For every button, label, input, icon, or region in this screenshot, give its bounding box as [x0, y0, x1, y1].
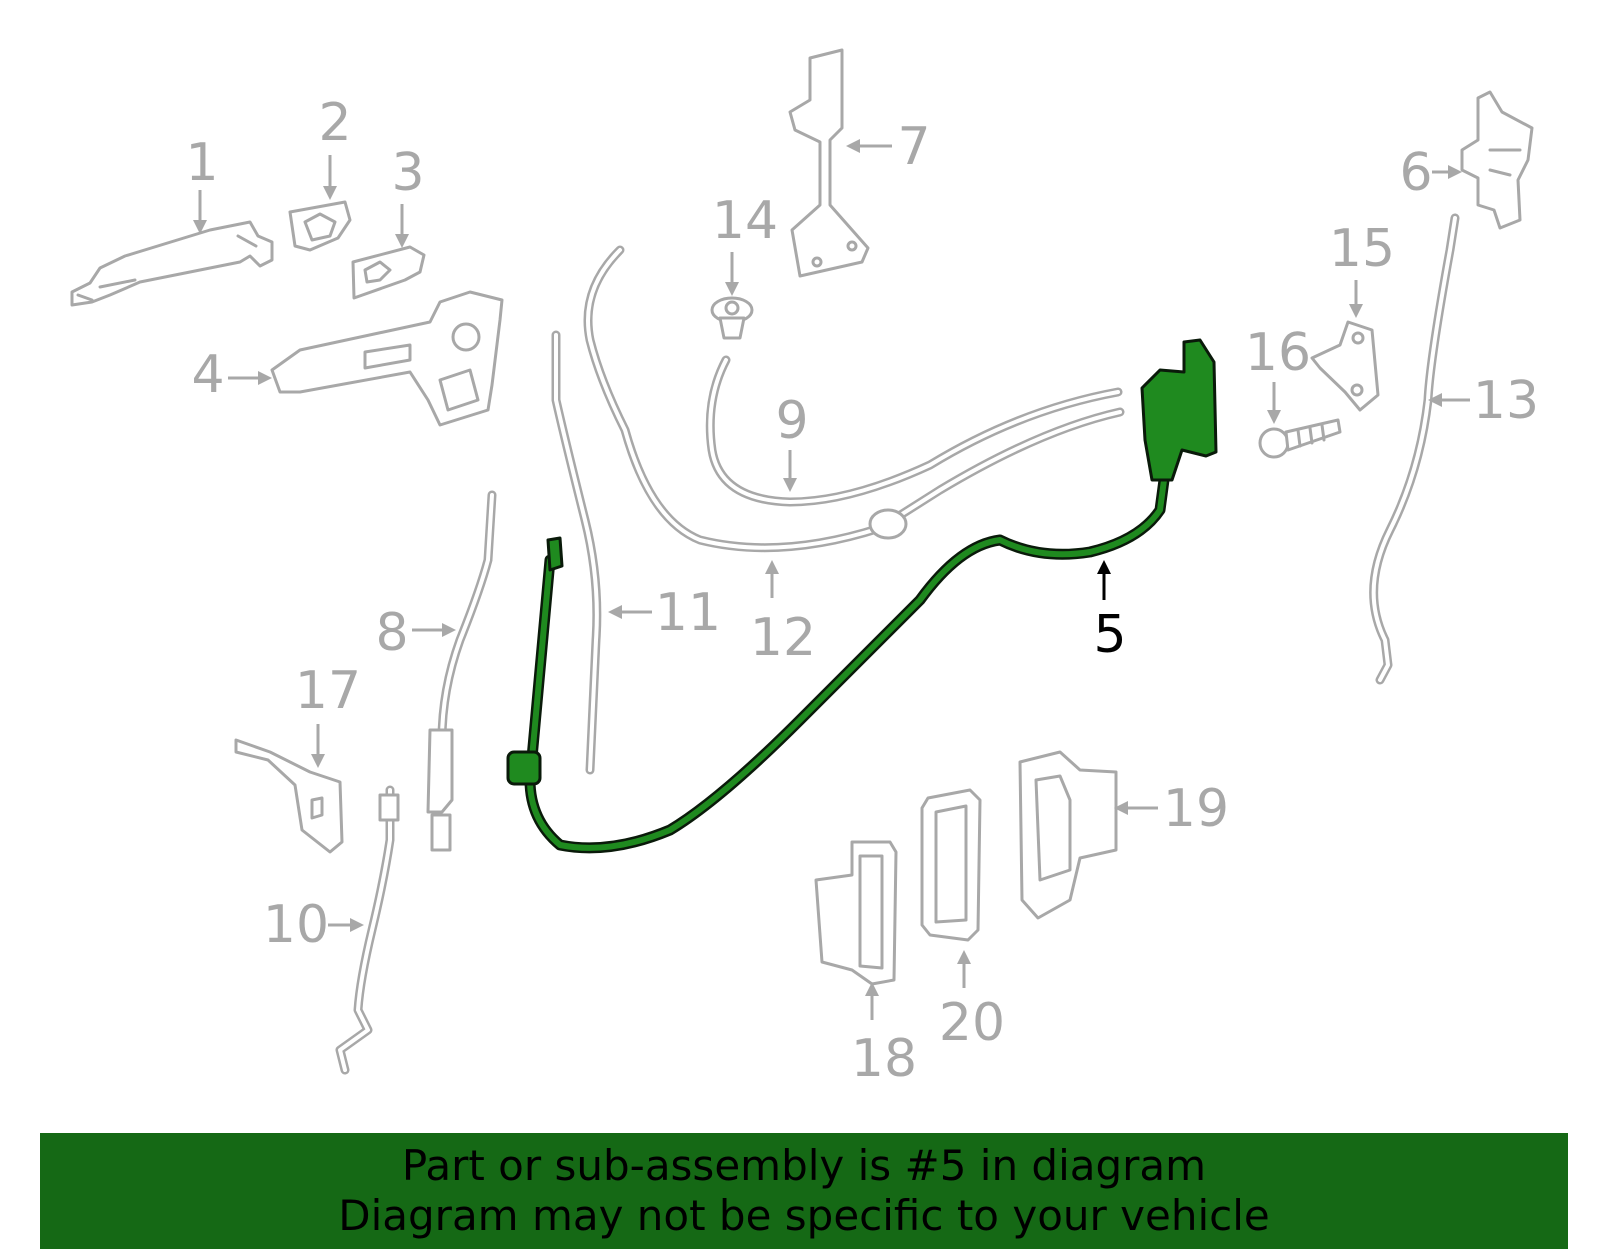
callout-1: 1 — [185, 133, 218, 193]
callout-3: 3 — [391, 143, 424, 203]
callout-8: 8 — [375, 603, 408, 663]
callout-6: 6 — [1399, 143, 1432, 203]
part-2-cap[interactable] — [288, 200, 352, 252]
arrow-2 — [323, 155, 337, 200]
part-12-cable[interactable] — [583, 245, 1125, 553]
arrow-16 — [1267, 382, 1281, 424]
part-8-cable[interactable] — [426, 490, 497, 852]
part-1-outer-handle[interactable] — [70, 220, 274, 307]
callout-2: 2 — [318, 93, 351, 153]
arrow-11 — [608, 605, 652, 619]
part-16-screw[interactable] — [1258, 418, 1342, 459]
arrow-17 — [311, 724, 325, 768]
arrow-3 — [395, 204, 409, 248]
arrow-18 — [865, 982, 879, 1020]
arrow-15 — [1349, 280, 1363, 318]
arrow-12 — [765, 560, 779, 598]
callout-13: 13 — [1473, 371, 1539, 431]
part-11-cable[interactable] — [551, 330, 602, 775]
part-17-sensor[interactable] — [234, 738, 344, 854]
part-13-rod[interactable] — [1369, 213, 1460, 685]
arrow-19 — [1114, 801, 1158, 815]
callout-18: 18 — [851, 1029, 917, 1089]
info-banner: Part or sub-assembly is #5 in diagram Di… — [40, 1133, 1568, 1249]
banner-line-1: Part or sub-assembly is #5 in diagram — [401, 1141, 1207, 1190]
part-7-bracket[interactable] — [788, 48, 870, 278]
callout-12: 12 — [750, 608, 816, 668]
callout-9: 9 — [775, 391, 808, 451]
callout-19: 19 — [1163, 779, 1229, 839]
callout-20: 20 — [939, 993, 1005, 1053]
part-5-latch-cable[interactable] — [506, 338, 1218, 854]
arrow-5 — [1097, 560, 1111, 600]
part-10-harness[interactable] — [335, 785, 400, 1075]
callout-11: 11 — [655, 583, 721, 643]
callout-10: 10 — [263, 895, 329, 955]
part-4-bracket[interactable] — [270, 290, 504, 427]
arrow-9 — [783, 450, 797, 492]
arrow-6 — [1432, 165, 1462, 179]
arrow-8 — [412, 623, 456, 637]
callout-16: 16 — [1245, 323, 1311, 383]
part-3-gasket[interactable] — [351, 245, 426, 300]
arrow-4 — [228, 371, 272, 385]
arrow-10 — [328, 918, 364, 932]
part-6-striker[interactable] — [1460, 90, 1534, 230]
arrow-20 — [957, 950, 971, 988]
part-14-grommet[interactable] — [710, 296, 754, 340]
arrow-7 — [846, 139, 892, 153]
arrow-13 — [1428, 393, 1470, 407]
part-15-bracket[interactable] — [1310, 320, 1380, 412]
part-9-cable[interactable] — [705, 355, 1123, 507]
callout-7: 7 — [897, 117, 930, 177]
arrow-14 — [725, 252, 739, 296]
callout-17: 17 — [295, 661, 361, 721]
callout-4: 4 — [191, 345, 224, 405]
arrow-1 — [193, 190, 207, 234]
part-19-housing[interactable] — [1018, 750, 1118, 920]
callout-5: 5 — [1093, 605, 1126, 665]
callout-15: 15 — [1329, 219, 1395, 279]
part-18-handle[interactable] — [814, 840, 898, 986]
callout-14: 14 — [712, 191, 778, 251]
part-20-gasket[interactable] — [920, 788, 982, 942]
banner-line-2: Diagram may not be specific to your vehi… — [338, 1191, 1270, 1240]
